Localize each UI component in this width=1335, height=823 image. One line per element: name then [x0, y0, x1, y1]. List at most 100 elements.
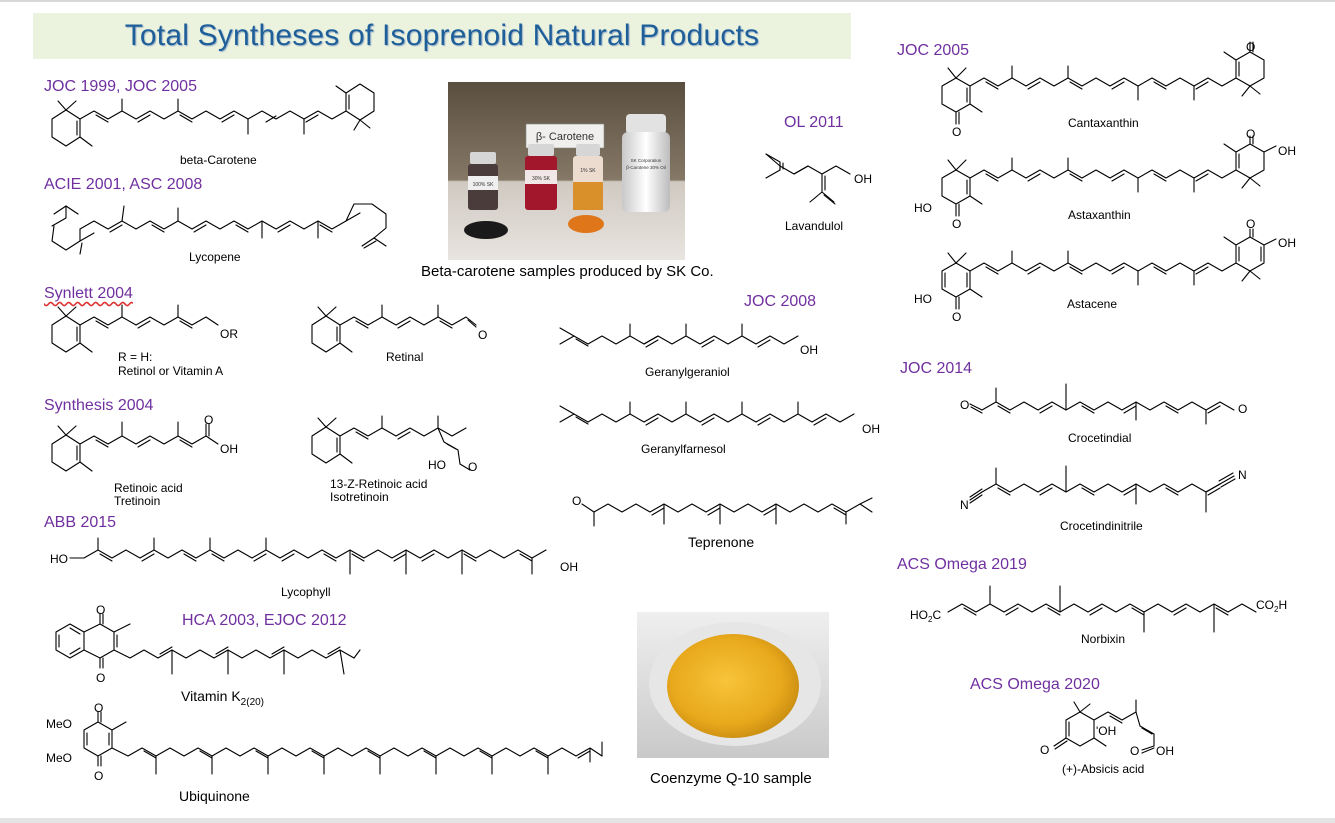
- astaxanthin-ho: HO: [914, 201, 932, 215]
- teprenone-label: Teprenone: [688, 534, 755, 550]
- abscisic-o-acid: O: [1130, 744, 1139, 758]
- geranylfarnesol-structure: OH: [559, 401, 880, 436]
- astacene-o-right: O: [1246, 217, 1255, 231]
- ref-joc-2008: JOC 2008: [744, 293, 817, 310]
- astacene-o-left: O: [952, 310, 961, 324]
- abscisic-acid-structure: O 'OH O OH: [1040, 699, 1174, 758]
- vitamin-k-label: Vitamin K2(20): [181, 689, 264, 710]
- beta-carotene-structure: [51, 83, 375, 147]
- beta-carotene-photo: β- Carotene 100% SK 30% SK 1% SK SK Corp…: [448, 82, 685, 260]
- cantaxanthin-label: Cantaxanthin: [1068, 116, 1139, 130]
- ref-synlett-2004: Synlett 2004: [44, 285, 133, 302]
- retinoic-acid-o: O: [204, 413, 213, 427]
- isoretinoic-label: 13-Z-Retinoic acid: [330, 477, 428, 491]
- retinol-structure: OR: [51, 304, 238, 353]
- norbixin-ho2c: HO2C: [910, 608, 941, 624]
- coenzyme-q10-caption: Coenzyme Q-10 sample: [650, 770, 812, 787]
- norbixin-label: Norbixin: [1081, 632, 1126, 646]
- retinol-r-label: R = H:: [118, 350, 153, 364]
- coenzyme-q10-photo: [637, 612, 829, 758]
- vitamin-k-label-base: Vitamin K: [181, 688, 241, 704]
- norbixin-structure: HO2C CO2H: [910, 585, 1287, 633]
- cantaxanthin-o-right: O: [1246, 40, 1255, 54]
- ref-joc-2005: JOC 2005: [897, 42, 970, 59]
- crocetindial-o-left: O: [960, 398, 969, 412]
- title-banner: Total Syntheses of Isoprenoid Natural Pr…: [33, 13, 851, 59]
- jar-label-line1: SK Corporation: [631, 158, 662, 163]
- isotretinoin-label: Isotretinoin: [330, 490, 389, 504]
- crocetindinitrile-structure: N N: [960, 465, 1247, 513]
- crocetindinitrile-n-left: N: [960, 498, 969, 512]
- astacene-label: Astacene: [1067, 297, 1118, 311]
- retinoic-acid-oh: OH: [220, 442, 238, 456]
- norbixin-co2h-2: 2: [1274, 605, 1279, 614]
- isotretinoin-o: O: [468, 460, 477, 474]
- beta-carotene-label: beta-Carotene: [180, 153, 257, 167]
- abscisic-oh-acid: OH: [1156, 744, 1174, 758]
- bottom-border: [0, 818, 1335, 823]
- abscisic-oh: 'OH: [1096, 724, 1116, 738]
- crocetindial-o-right: O: [1238, 402, 1247, 416]
- crocetindinitrile-n-right: N: [1238, 468, 1247, 482]
- page-title: Total Syntheses of Isoprenoid Natural Pr…: [124, 19, 760, 52]
- top-border: [0, 0, 1335, 2]
- beta-carotene-photo-caption: Beta-carotene samples produced by SK Co.: [421, 263, 714, 280]
- vial3-label: 1% SK: [580, 168, 596, 174]
- abscisic-o: O: [1040, 743, 1049, 757]
- ubiquinone-meo-top: MeO: [46, 717, 72, 731]
- ref-acie-2001: ACIE 2001, ASC 2008: [44, 176, 203, 193]
- isotretinoin-structure: HO O: [311, 415, 477, 474]
- ref-abb-2015: ABB 2015: [44, 514, 117, 531]
- lycophyll-structure: HO OH: [50, 537, 578, 575]
- vitamin-k-o-top: O: [96, 603, 105, 617]
- lycophyll-label: Lycophyll: [281, 585, 331, 599]
- norbixin-ho2c-2: 2: [928, 615, 933, 624]
- norbixin-co2h-h: H: [1278, 598, 1287, 612]
- vial1-label: 100% SK: [473, 182, 495, 188]
- photo-sign-text: β- Carotene: [536, 131, 594, 143]
- norbixin-ho2c-c: C: [932, 608, 941, 622]
- astacene-structure: HO O O OH: [914, 217, 1296, 324]
- vitamin-k-label-sub: 2(20): [240, 696, 265, 708]
- vial2-label: 30% SK: [532, 176, 551, 182]
- lavandulol-structure: OH: [765, 153, 872, 205]
- ref-joc-2014: JOC 2014: [900, 360, 973, 377]
- ref-joc-1999: JOC 1999, JOC 2005: [44, 78, 197, 95]
- norbixin-co2h: CO2H: [1256, 598, 1287, 614]
- norbixin-ho2c-ho: HO: [910, 608, 928, 622]
- retinoic-acid-structure: O OH: [51, 413, 238, 472]
- vitamin-k-o-bottom: O: [96, 671, 105, 685]
- ref-synthesis-2004: Synthesis 2004: [44, 397, 154, 414]
- geranylfarnesol-label: Geranylfarnesol: [641, 442, 726, 456]
- retinol-or: OR: [220, 327, 238, 341]
- astacene-oh: OH: [1278, 236, 1296, 250]
- retinal-structure: O: [311, 304, 487, 353]
- lycophyll-oh-right: OH: [560, 560, 578, 574]
- abscisic-acid-label: (+)-Absicis acid: [1062, 762, 1145, 776]
- retinal-label: Retinal: [386, 350, 424, 364]
- retinal-o: O: [478, 328, 487, 342]
- ubiquinone-structure: MeO MeO O O: [46, 701, 603, 783]
- crocetindinitrile-label: Crocetindinitrile: [1060, 519, 1143, 533]
- lycophyll-ho-left: HO: [50, 552, 68, 566]
- ubiquinone-o-bottom: O: [94, 769, 103, 783]
- ref-hca-2003: HCA 2003, EJOC 2012: [182, 612, 347, 629]
- jar-label-line2: β-Carotene 30% Oil: [626, 165, 666, 170]
- ubiquinone-o-top: O: [94, 701, 103, 715]
- tretinoin-label: Tretinoin: [114, 494, 161, 508]
- astaxanthin-structure: HO O O OH: [914, 127, 1296, 231]
- ref-acs-omega-2020: ACS Omega 2020: [970, 676, 1100, 693]
- ref-acs-omega-2019: ACS Omega 2019: [897, 556, 1027, 573]
- geranylgeraniol-oh: OH: [800, 343, 818, 357]
- geranylfarnesol-oh: OH: [862, 422, 880, 436]
- teprenone-structure: O: [572, 494, 873, 527]
- astaxanthin-oh: OH: [1278, 144, 1296, 158]
- vitamin-k-structure: O O: [55, 603, 361, 685]
- isotretinoin-ho: HO: [428, 458, 446, 472]
- lavandulol-oh: OH: [854, 172, 872, 186]
- lycopene-label: Lycopene: [189, 250, 241, 264]
- geranylgeraniol-structure: OH: [559, 323, 818, 357]
- geranylgeraniol-label: Geranylgeraniol: [645, 365, 730, 379]
- lavandulol-label: Lavandulol: [785, 219, 844, 233]
- lycopene-structure: [51, 203, 387, 255]
